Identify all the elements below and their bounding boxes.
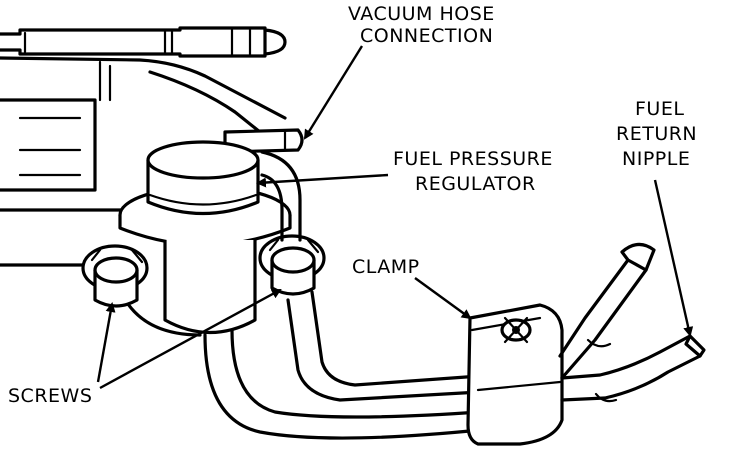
return-nipple-leader xyxy=(653,179,694,337)
screws-label: SCREWS xyxy=(8,385,92,407)
leader-lines xyxy=(96,45,694,390)
fuel-pressure-regulator xyxy=(146,140,260,216)
return-label-line1: FUEL xyxy=(635,98,684,120)
callout-labels: VACUUM HOSE CONNECTION FUEL PRESSURE REG… xyxy=(8,3,697,407)
vacuum-label-line2: CONNECTION xyxy=(360,25,493,47)
right-screw xyxy=(258,234,326,296)
regulator-label-line1: FUEL PRESSURE xyxy=(393,148,553,170)
left-screw xyxy=(81,244,149,308)
fuel-lines xyxy=(203,150,482,440)
clamp-leader xyxy=(414,277,472,320)
return-label-line2: RETURN xyxy=(616,123,697,145)
screws-leader-right xyxy=(99,288,282,390)
return-tubes xyxy=(558,242,706,403)
fuel-rail xyxy=(0,26,287,58)
screws-leader-left xyxy=(96,302,116,383)
clamp-label: CLAMP xyxy=(352,256,420,278)
regulator-leader xyxy=(256,173,389,188)
intake-manifold xyxy=(0,56,287,267)
vacuum-leader xyxy=(303,45,364,140)
clamp xyxy=(466,303,564,446)
regulator-label-line2: REGULATOR xyxy=(415,173,536,195)
return-label-line3: NIPPLE xyxy=(622,148,690,170)
vacuum-label-line1: VACUUM HOSE xyxy=(348,3,495,25)
